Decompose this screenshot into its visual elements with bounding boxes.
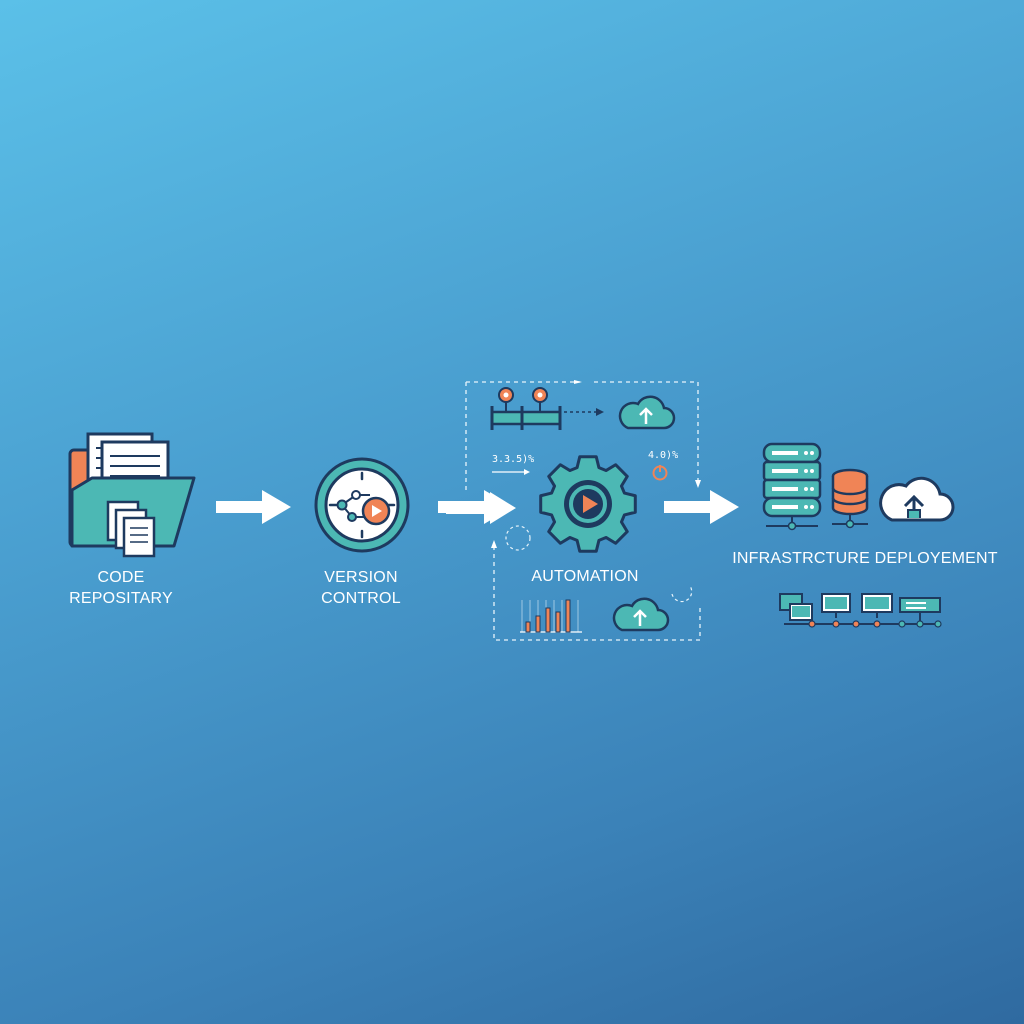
label-version-control: VERSION CONTROL bbox=[321, 569, 401, 607]
version-control-clock-icon bbox=[314, 457, 410, 553]
metric-left: 3.3.5)% bbox=[492, 454, 535, 465]
automation-dashed-frame bbox=[465, 380, 701, 641]
server-stack-icon bbox=[762, 442, 822, 531]
bar-chart-icon bbox=[520, 599, 582, 633]
timer-icon bbox=[652, 465, 668, 481]
metric-right: 4.0)% bbox=[648, 450, 679, 461]
arrow-right-icon bbox=[446, 492, 516, 524]
cloud-upload-icon bbox=[618, 395, 676, 430]
cloud-upload-icon bbox=[612, 597, 670, 632]
network-monitors-icon bbox=[779, 593, 942, 628]
pipeline-nodes-icon bbox=[490, 387, 604, 430]
arrow-right-icon bbox=[664, 490, 739, 524]
label-automation: AUTOMATION bbox=[531, 568, 639, 585]
label-infrastructure-deployment: INFRASTRCTURE DEPLOYEMENT bbox=[732, 550, 998, 567]
label-code-repository: CODE REPOSITARY bbox=[69, 569, 173, 607]
database-icon bbox=[831, 468, 869, 529]
small-arrow-right-icon bbox=[492, 469, 530, 475]
cloud-upload-icon bbox=[879, 476, 955, 522]
arrow-right-icon bbox=[216, 490, 291, 524]
gear-play-icon bbox=[539, 455, 637, 553]
folder-documents-icon bbox=[68, 432, 196, 558]
